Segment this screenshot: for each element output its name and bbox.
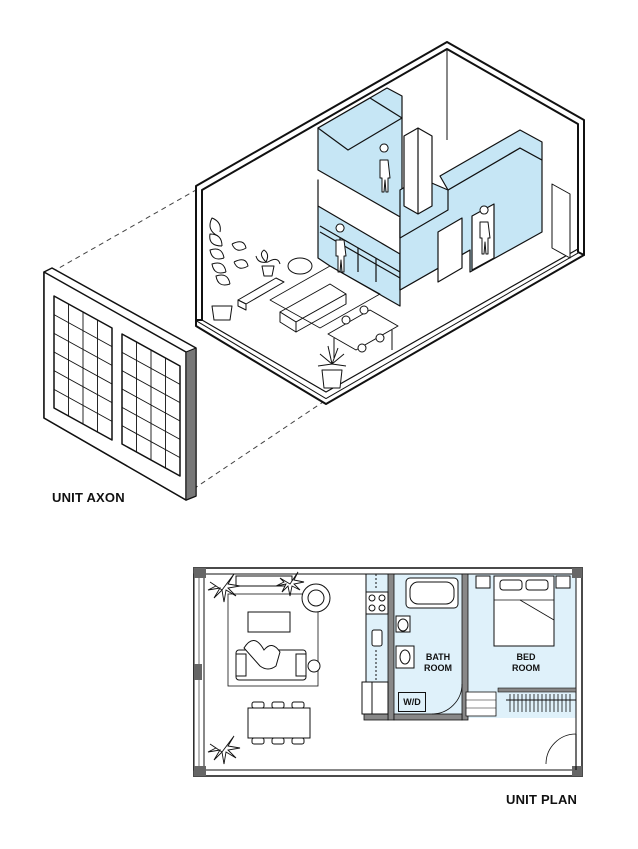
- unit-plan-title: UNIT PLAN: [506, 792, 578, 807]
- mullion-horizontal: [121, 351, 181, 385]
- axon-plants: [209, 217, 347, 389]
- plan-walls: [193, 567, 583, 777]
- plan-bathroom: [395, 577, 463, 715]
- washer-dryer-label: W/D: [398, 692, 426, 712]
- bedroom-label: BED ROOM: [506, 652, 546, 674]
- mullion-horizontal: [121, 406, 181, 440]
- unit-axon: [43, 41, 585, 501]
- bedroom-label-line1: BED: [516, 652, 536, 662]
- unit-plan: [193, 567, 583, 777]
- closet-hangers: [509, 694, 571, 712]
- window-elevation: [43, 267, 197, 501]
- plan-kitchen: [361, 574, 389, 715]
- back-walls: [195, 41, 585, 321]
- mullion-horizontal: [121, 425, 181, 459]
- mullion-horizontal: [53, 314, 113, 348]
- mullion-horizontal: [121, 388, 181, 422]
- mullion-horizontal: [121, 370, 181, 404]
- mullion-horizontal: [53, 351, 113, 385]
- axon-furniture: [237, 257, 399, 358]
- mullion-horizontal: [53, 388, 113, 422]
- figures: [335, 143, 491, 273]
- plan-living: [227, 575, 331, 745]
- bathroom-label-line2: ROOM: [424, 663, 452, 673]
- bedroom-label-line2: ROOM: [512, 663, 540, 673]
- window-mullions: [53, 304, 181, 468]
- mullion-horizontal: [53, 370, 113, 404]
- blue-core: [317, 87, 543, 307]
- mullion-horizontal: [53, 332, 113, 366]
- unit-axon-title: UNIT AXON: [52, 490, 125, 505]
- entry-door: [551, 183, 571, 259]
- floor-edge: [201, 248, 579, 393]
- plan-plants: [207, 571, 305, 765]
- projection-lines: [51, 189, 327, 495]
- bathroom-label: BATH ROOM: [418, 652, 458, 674]
- bathroom-label-line1: BATH: [425, 652, 451, 662]
- plan-bedroom: [465, 575, 577, 770]
